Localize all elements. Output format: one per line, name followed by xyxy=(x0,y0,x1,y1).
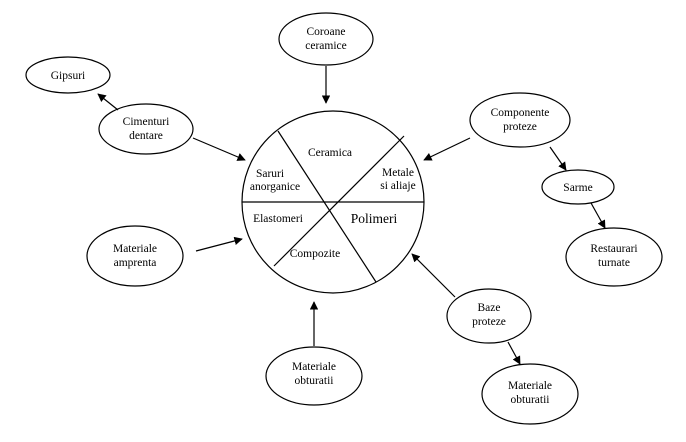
sector-elastomeri: Elastomeri xyxy=(253,213,303,225)
node-cimenturi-line1: Cimenturi xyxy=(123,116,170,128)
node-gipsuri: Gipsuri xyxy=(25,56,111,94)
node-coroane-ellipse xyxy=(278,12,374,66)
node-componente-ellipse xyxy=(469,92,571,148)
node-coroane-line1: Coroane xyxy=(307,26,346,38)
node-sarme-ellipse xyxy=(541,169,615,205)
node-restaurari-turnate: Restaurari turnate xyxy=(565,227,663,287)
node-componente-line1: Componente xyxy=(491,107,550,119)
node-coroane-ceramice: Coroane ceramice xyxy=(278,12,374,66)
sector-divider-diagonal-1 xyxy=(277,130,377,283)
node-amprenta-line2: amprenta xyxy=(114,257,157,269)
node-materiale-obturatii-center: Materiale obturatii xyxy=(265,346,363,406)
node-amprenta-line1: Materiale xyxy=(113,243,157,255)
arrow-componente-to-sarme xyxy=(549,146,567,171)
sector-polimeri: Polimeri xyxy=(351,211,398,226)
node-obturatii-right-line2: obturatii xyxy=(511,394,550,406)
node-restaurari-ellipse xyxy=(565,227,663,287)
arrow-componente-to-circle xyxy=(423,137,471,161)
node-restaurari-line2: turnate xyxy=(598,257,630,269)
node-obturatii-center-line2: obturatii xyxy=(295,375,334,387)
node-obturatii-right-ellipse xyxy=(481,363,579,425)
node-baze-line1: Baze xyxy=(478,302,501,314)
node-sarme-label: Sarme xyxy=(563,182,592,194)
node-componente-line2: proteze xyxy=(503,121,537,133)
central-materials-circle: Ceramica Metale si aliaje Saruri anorgan… xyxy=(241,110,425,294)
sector-saruri-line2: anorganice xyxy=(250,181,300,193)
node-obturatii-right-line1: Materiale xyxy=(508,380,552,392)
node-coroane-line2: ceramice xyxy=(305,40,347,52)
sector-divider-diagonal-2 xyxy=(273,135,405,267)
sector-metale-line2: si aliaje xyxy=(380,180,415,192)
arrow-cimenturi-to-gipsuri xyxy=(97,93,119,111)
node-materiale-obturatii-right: Materiale obturatii xyxy=(481,363,579,425)
node-restaurari-line1: Restaurari xyxy=(590,243,637,255)
node-baze-ellipse xyxy=(446,288,532,344)
node-sarme: Sarme xyxy=(541,169,615,205)
node-baze-line2: proteze xyxy=(472,316,506,328)
node-cimenturi-ellipse xyxy=(98,103,194,155)
node-componente-proteze: Componente proteze xyxy=(469,92,571,148)
node-cimenturi-line2: dentare xyxy=(129,130,163,142)
arrow-baze-to-circle xyxy=(411,253,456,298)
arrow-amprenta-to-circle xyxy=(195,236,243,252)
node-baze-proteze: Baze proteze xyxy=(446,288,532,344)
sector-saruri-line1: Saruri xyxy=(256,168,284,180)
node-obturatii-center-ellipse xyxy=(265,346,363,406)
node-amprenta-ellipse xyxy=(86,225,184,287)
node-materiale-amprenta: Materiale amprenta xyxy=(86,225,184,287)
sector-metale-line1: Metale xyxy=(382,167,414,179)
node-obturatii-center-line1: Materiale xyxy=(292,361,336,373)
arrow-cimenturi-to-circle xyxy=(192,137,246,161)
node-cimenturi-dentare: Cimenturi dentare xyxy=(98,103,194,155)
node-gipsuri-label: Gipsuri xyxy=(51,70,86,82)
node-gipsuri-ellipse xyxy=(25,56,111,94)
sector-ceramica: Ceramica xyxy=(308,147,352,159)
arrow-baze-to-obturatii xyxy=(507,341,521,365)
arrow-sarme-to-restaurari xyxy=(590,202,606,229)
sector-compozite: Compozite xyxy=(290,248,340,260)
